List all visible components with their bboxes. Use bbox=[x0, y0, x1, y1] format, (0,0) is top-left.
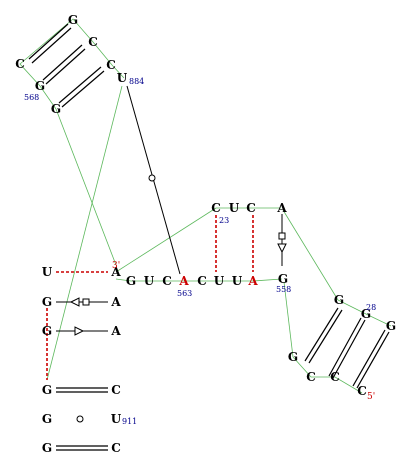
nucleotide: C bbox=[357, 384, 367, 398]
backbone-middle-strand bbox=[115, 278, 283, 282]
square-marker bbox=[82, 298, 90, 306]
nucleotide-highlight: A bbox=[178, 274, 189, 288]
nucleotide: G bbox=[51, 102, 61, 116]
backbone-right-loop bbox=[337, 299, 392, 327]
nucleotide: A bbox=[276, 201, 287, 215]
backbone-a-to-g-stem bbox=[282, 209, 339, 301]
nucleotide: G bbox=[288, 350, 298, 364]
nucleotide: U bbox=[144, 274, 155, 288]
nucleotide: G bbox=[42, 412, 52, 426]
nucleotide: U bbox=[214, 274, 225, 288]
nucleotide: C bbox=[88, 35, 98, 49]
pair-lines bbox=[28, 23, 390, 451]
label-layer: 568 884 23 563 558 28 911 3' 5' bbox=[24, 77, 376, 426]
nucleotide: C bbox=[162, 274, 172, 288]
square-marker bbox=[278, 232, 286, 240]
nucleotide: A bbox=[110, 265, 121, 279]
nucleotide: G bbox=[42, 295, 52, 309]
nucleotide: C bbox=[246, 201, 256, 215]
nucleotide: C bbox=[106, 58, 116, 72]
nucleotide: G bbox=[386, 319, 396, 333]
triangle-marker bbox=[74, 326, 85, 336]
nucleotide-highlight: A bbox=[247, 274, 258, 288]
five-prime-label: 5' bbox=[367, 392, 375, 402]
nucleotide: G bbox=[126, 274, 136, 288]
nucleotide: G bbox=[42, 383, 52, 397]
position-label-911: 911 bbox=[122, 417, 137, 426]
backbone-hairpin-to-lower-left bbox=[55, 108, 117, 266]
backbone-lines bbox=[19, 18, 392, 394]
wobble-circle bbox=[76, 415, 84, 423]
nucleotide: U bbox=[229, 201, 240, 215]
position-label-23: 23 bbox=[219, 216, 229, 225]
wobble-circle bbox=[148, 174, 156, 182]
backbone-a3p-to-c23 bbox=[115, 207, 217, 273]
triangle-marker bbox=[277, 243, 287, 254]
nucleotide: C bbox=[15, 57, 25, 71]
nucleotide: C bbox=[111, 441, 121, 455]
nucleotide-layer: G C C C G G U C U C A G U C A C U U A G … bbox=[15, 13, 396, 455]
nucleotide: A bbox=[110, 295, 121, 309]
backbone-g558-to-g bbox=[283, 281, 294, 358]
backbone-hairpin-top bbox=[19, 18, 125, 110]
backbone-right-bottom bbox=[292, 356, 363, 394]
nucleotide: G bbox=[334, 293, 344, 307]
nucleotide: C bbox=[330, 370, 340, 384]
nucleotide: C bbox=[111, 383, 121, 397]
nucleotide: U bbox=[42, 265, 53, 279]
position-label-563: 563 bbox=[177, 289, 192, 298]
position-label-28: 28 bbox=[366, 303, 376, 312]
position-label-568: 568 bbox=[24, 93, 39, 102]
nucleotide: G bbox=[42, 324, 52, 338]
triangle-marker bbox=[69, 297, 80, 307]
position-label-884: 884 bbox=[129, 77, 144, 86]
nucleotide: C bbox=[306, 370, 316, 384]
nucleotide: G bbox=[68, 13, 78, 27]
nucleotide: U bbox=[117, 71, 128, 85]
nucleotide: C bbox=[197, 274, 207, 288]
nucleotide: G bbox=[361, 307, 371, 321]
nucleotide: U bbox=[111, 412, 122, 426]
nucleotide: G bbox=[35, 79, 45, 93]
nucleotide: G bbox=[278, 272, 288, 286]
nucleotide: U bbox=[232, 274, 243, 288]
three-prime-label: 3' bbox=[112, 261, 120, 271]
nucleotide: A bbox=[110, 324, 121, 338]
position-label-558: 558 bbox=[276, 285, 291, 294]
nucleotide: C bbox=[211, 201, 221, 215]
nucleotide: G bbox=[42, 441, 52, 455]
noncanonical-lines bbox=[46, 85, 287, 423]
